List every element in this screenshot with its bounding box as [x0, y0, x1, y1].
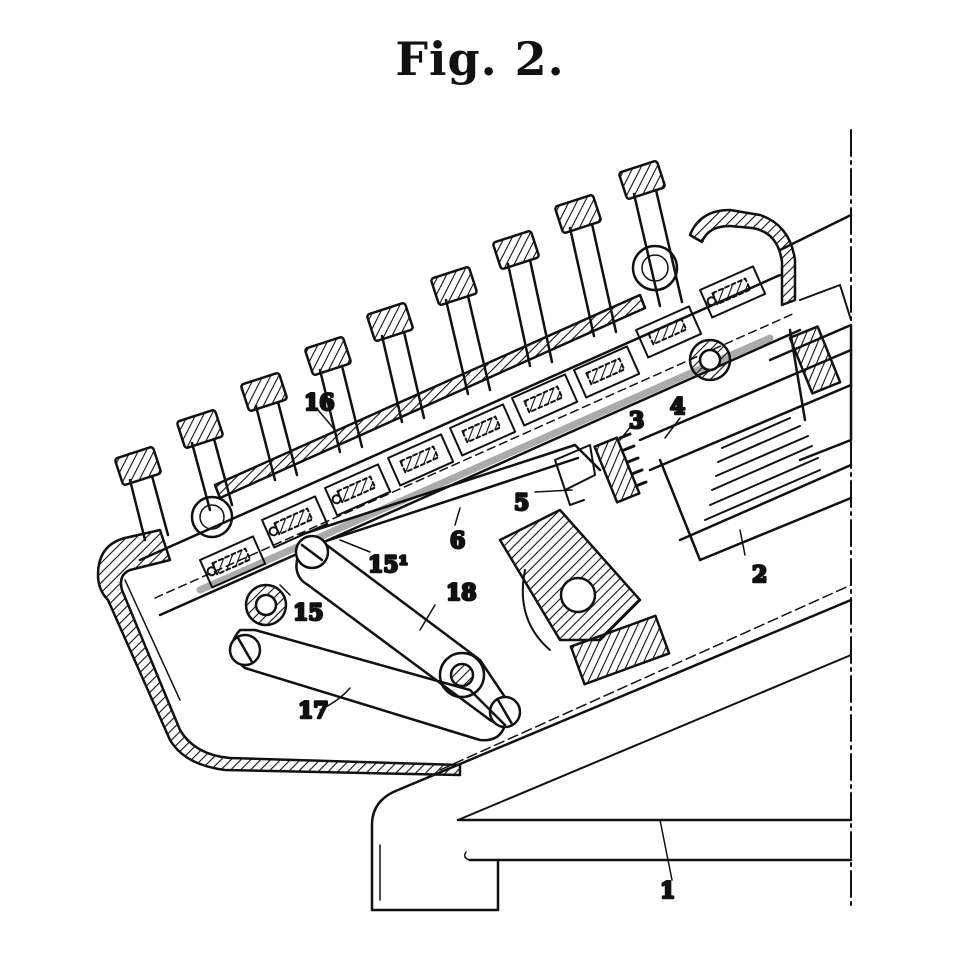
anvil-block	[498, 444, 671, 686]
label-15-prime: 15¹	[368, 552, 408, 578]
key-9	[618, 160, 684, 308]
label-6: 6	[450, 528, 465, 554]
label-2: 2	[752, 562, 767, 588]
lever-18	[294, 534, 522, 729]
label-1: 1	[660, 878, 675, 904]
key-1	[114, 446, 170, 542]
label-17: 17	[298, 698, 329, 724]
upper-hood	[688, 208, 797, 307]
label-3: 3	[629, 408, 644, 434]
label-15: 15	[293, 600, 324, 626]
roller-upper-left	[190, 495, 234, 539]
rod-6	[298, 443, 602, 550]
roller-lower-right	[688, 338, 732, 382]
lower-casing	[96, 528, 462, 777]
upper-right-block	[768, 213, 853, 462]
label-5: 5	[514, 490, 529, 516]
type-slugs	[199, 265, 767, 589]
key-2	[176, 409, 234, 512]
base-frame	[370, 584, 853, 912]
guide-strip	[213, 293, 647, 500]
gear-wheel	[593, 432, 648, 504]
label-18: 18	[446, 580, 477, 606]
roller-lower-left	[244, 583, 288, 627]
label-16: 16	[304, 390, 335, 416]
key-6	[430, 266, 492, 396]
keys	[114, 160, 684, 542]
key-5	[366, 302, 426, 424]
figure-title: Fig. 2.	[395, 32, 565, 86]
stacked-plates	[704, 417, 821, 521]
type-mechanism	[593, 213, 853, 562]
key-3	[240, 372, 299, 482]
rollers	[190, 244, 732, 627]
leader-lines	[279, 409, 746, 711]
key-8	[554, 194, 618, 338]
label-4: 4	[670, 394, 685, 420]
key-4	[304, 336, 364, 454]
roller-upper-right	[631, 244, 679, 292]
key-7	[492, 230, 554, 368]
lever-17	[228, 628, 507, 742]
